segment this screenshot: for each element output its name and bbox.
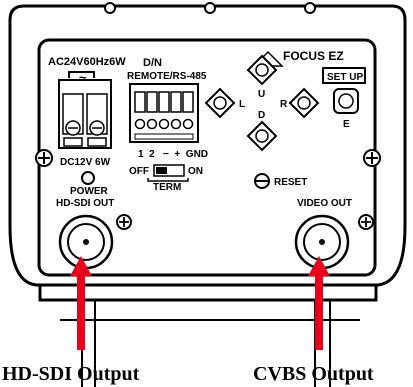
focus-down-button[interactable] — [246, 120, 278, 152]
setup-label: SET UP — [327, 72, 363, 83]
hdsdi-mount-screw — [116, 214, 132, 230]
setup-enter-label: E — [343, 119, 350, 130]
focus-up-label: U — [258, 89, 265, 100]
term-switch[interactable] — [153, 164, 185, 177]
rs485-pins-label: 1 2 − + GND — [138, 149, 208, 160]
focus-down-label: D — [258, 110, 265, 121]
focus-right-label: R — [280, 99, 288, 110]
setup-label-box — [322, 67, 366, 84]
rs485-title-line2: REMOTE/RS-485 — [127, 71, 207, 82]
focus-ez-title: FOCUS EZ — [283, 49, 344, 63]
side-screw-left — [35, 149, 53, 167]
power-terminal-block[interactable] — [58, 79, 112, 149]
video-out-bnc-connector[interactable] — [294, 214, 350, 270]
cvbs-callout-arrow — [308, 256, 330, 350]
ac-symbol: ~ — [79, 70, 87, 85]
term-bracket — [147, 178, 189, 182]
focus-up-button[interactable] — [246, 54, 278, 86]
hdsdi-output-callout: HD-SDI Output — [2, 363, 140, 385]
focus-right-button[interactable] — [288, 87, 320, 119]
term-label: TERM — [153, 182, 181, 193]
rs485-title-line1: D/N — [143, 57, 162, 69]
reset-button[interactable] — [254, 173, 270, 189]
side-screw-right — [363, 149, 381, 167]
video-out-port-label: VIDEO OUT — [297, 198, 352, 209]
top-mount-holes — [104, 2, 316, 14]
power-led-label: POWER — [70, 186, 109, 197]
focus-left-label: L — [239, 99, 245, 110]
term-on-label: ON — [188, 166, 203, 177]
power-rating-label: AC24V60Hz6W — [48, 56, 126, 68]
power-led — [81, 171, 95, 185]
cvbs-output-callout: CVBS Output — [253, 363, 374, 385]
focus-left-button[interactable] — [204, 87, 236, 119]
dc-rating-label: DC12V 6W — [60, 157, 111, 168]
camera-housing — [8, 4, 407, 302]
term-off-label: OFF — [129, 166, 149, 177]
hdsdi-bnc-connector[interactable] — [58, 214, 114, 270]
hdsdi-callout-arrow — [70, 256, 92, 350]
hdsdi-port-label: HD-SDI OUT — [56, 198, 114, 209]
rs485-terminal-block[interactable] — [129, 83, 199, 143]
video-out-mount-screw — [358, 214, 374, 230]
setup-button[interactable] — [333, 88, 359, 114]
reset-label: RESET — [274, 177, 307, 188]
power-bracket — [68, 71, 95, 78]
